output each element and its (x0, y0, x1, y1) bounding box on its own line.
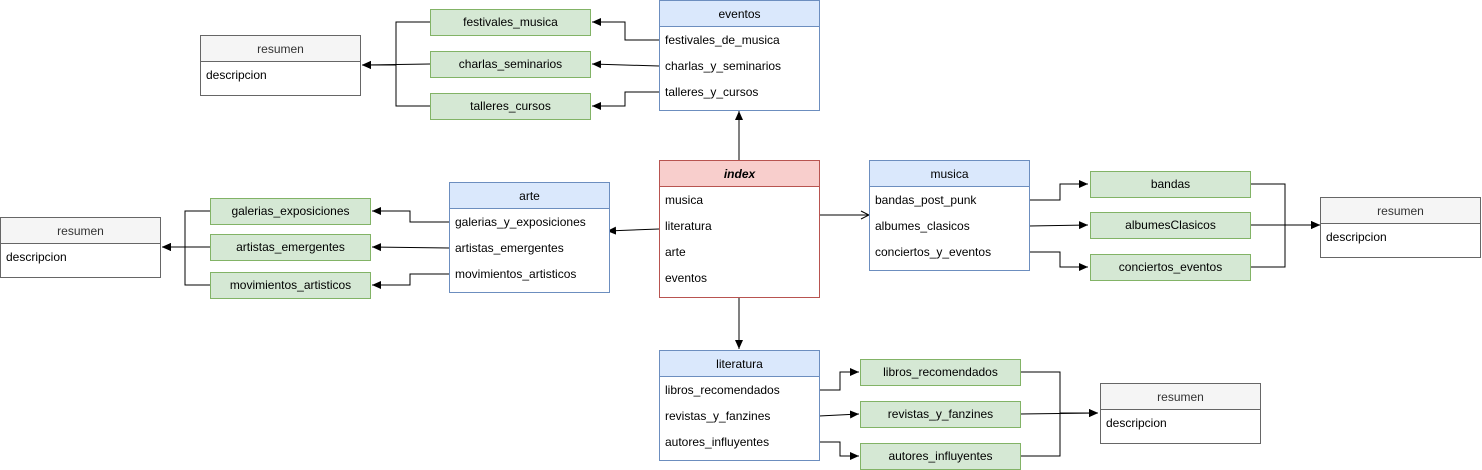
index-field: musica (665, 193, 704, 207)
musica-field: bandas_post_punk (875, 193, 977, 207)
eventos-title: eventos (660, 1, 819, 27)
index-entity[interactable]: index musica literatura arte eventos (659, 160, 820, 298)
edge-libros-resumen (1020, 371, 1098, 417)
eventos-field: festivales_de_musica (665, 33, 780, 47)
resumen-field: descripcion (1106, 416, 1167, 430)
edge-bandas-resumen (1250, 183, 1320, 229)
edge-arte-movimientos (372, 273, 449, 289)
edge-literatura-autores (819, 441, 859, 460)
edge-eventos-talleres (592, 91, 659, 110)
eventos-field: charlas_y_seminarios (665, 59, 782, 73)
eventos-entity[interactable]: eventos festivales_de_musica charlas_y_s… (659, 0, 820, 111)
musica-field: albumes_clasicos (875, 219, 970, 233)
edge-arte-galerias (372, 207, 449, 223)
resumen-title: resumen (201, 36, 360, 62)
arte-field: artistas_emergentes (455, 241, 564, 255)
resumen-field: descripcion (1326, 230, 1387, 244)
arte-entity[interactable]: arte galerias_y_exposiciones artistas_em… (449, 182, 610, 293)
node-albumes-clasicos[interactable]: albumesClasicos (1090, 212, 1251, 239)
resumen-title: resumen (1, 218, 160, 244)
arte-field: movimientos_artisticos (455, 267, 577, 281)
edge-index-arte (606, 226, 660, 235)
resumen-title: resumen (1321, 198, 1480, 224)
resumen-eventos-entity[interactable]: resumen descripcion (200, 35, 361, 96)
edge-musica-albumes (1028, 221, 1089, 230)
edge-literatura-revistas (818, 410, 860, 419)
arte-title: arte (450, 183, 609, 209)
resumen-title: resumen (1101, 384, 1260, 410)
node-movimientos-artisticos[interactable]: movimientos_artisticos (210, 272, 371, 299)
edge-eventos-festivales (592, 18, 659, 41)
node-talleres-cursos[interactable]: talleres_cursos (430, 93, 591, 120)
musica-field: conciertos_y_eventos (875, 245, 992, 259)
edge-festivales-resumen (362, 21, 430, 69)
resumen-arte-entity[interactable]: resumen descripcion (0, 217, 161, 278)
node-revistas-y-fanzines[interactable]: revistas_y_fanzines (860, 401, 1021, 428)
node-autores-influyentes[interactable]: autores_influyentes (860, 443, 1021, 470)
literatura-field: libros_recomendados (665, 383, 780, 397)
resumen-musica-entity[interactable]: resumen descripcion (1320, 197, 1481, 258)
index-field: arte (665, 245, 686, 259)
node-charlas-seminarios[interactable]: charlas_seminarios (430, 51, 591, 78)
arte-field: galerias_y_exposiciones (455, 215, 586, 229)
literatura-field: autores_influyentes (665, 435, 770, 449)
node-artistas-emergentes[interactable]: artistas_emergentes (210, 234, 371, 261)
literatura-title: literatura (660, 351, 819, 377)
node-festivales-musica[interactable]: festivales_musica (430, 9, 591, 36)
index-field: literatura (665, 219, 712, 233)
eventos-field: talleres_y_cursos (665, 85, 759, 99)
edge-autores-resumen (1020, 409, 1098, 457)
literatura-entity[interactable]: literatura libros_recomendados revistas_… (659, 350, 820, 461)
edge-conciertos-resumen (1250, 221, 1320, 268)
resumen-field: descripcion (206, 68, 267, 82)
node-conciertos-eventos[interactable]: conciertos_eventos (1090, 254, 1251, 281)
edge-talleres-resumen (362, 61, 430, 107)
edge-musica-conciertos (1029, 251, 1088, 271)
resumen-field: descripcion (6, 250, 67, 264)
index-field: eventos (665, 271, 708, 285)
edge-arte-artistas (371, 243, 450, 252)
node-libros-recomendados[interactable]: libros_recomendados (860, 359, 1021, 386)
musica-entity[interactable]: musica bandas_post_punk albumes_clasicos… (869, 160, 1030, 271)
resumen-literatura-entity[interactable]: resumen descripcion (1100, 383, 1261, 444)
edge-movimientos-resumen (162, 243, 210, 286)
edge-literatura-libros (819, 368, 859, 391)
node-galerias-exposiciones[interactable]: galerias_exposiciones (210, 198, 371, 225)
edge-galerias-resumen (162, 210, 210, 251)
node-bandas[interactable]: bandas (1090, 171, 1251, 198)
edge-eventos-charlas (591, 60, 660, 69)
index-title: index (660, 161, 819, 187)
literatura-field: revistas_y_fanzines (665, 409, 771, 423)
musica-title: musica (870, 161, 1029, 187)
edge-musica-bandas (1029, 180, 1088, 201)
